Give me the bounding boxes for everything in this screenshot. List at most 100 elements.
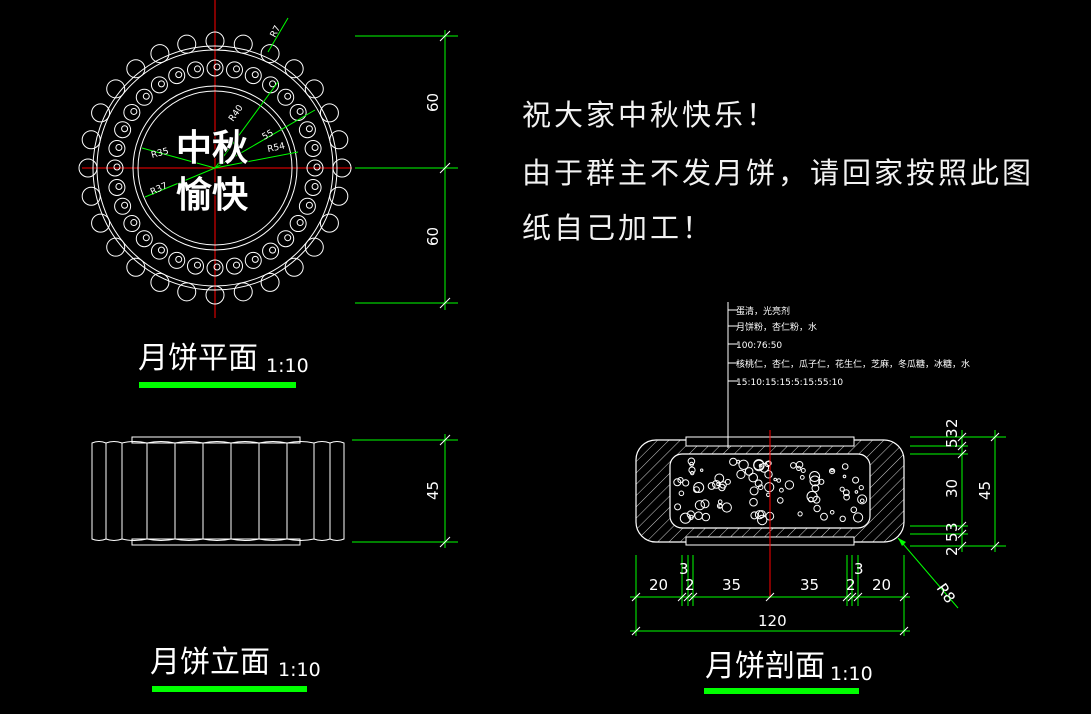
plan-ornament-swirl [304, 179, 322, 197]
plan-ornament-swirl [150, 76, 168, 94]
filling-nut [701, 512, 711, 522]
plan-ornament-swirl [277, 88, 295, 106]
elev-ridge [286, 441, 315, 541]
plan-ornament-swirl-core [142, 92, 150, 100]
plan-ornament-swirl-core [175, 255, 183, 263]
section-leader-5: 15:10:15:15:5:15:55:10 [736, 378, 843, 388]
filling-nut [693, 482, 705, 493]
plan-outer-rim-inner [96, 49, 334, 287]
plan-ornament-swirl-core [213, 63, 221, 71]
plan-ornament-swirl-core [157, 80, 165, 88]
section-leader-3: 100:76:50 [736, 341, 782, 351]
elevation-title: 月饼立面 [150, 645, 270, 680]
section-hdim-tick-4 [688, 592, 698, 602]
elev-ridge [146, 441, 176, 541]
filling-nut [809, 475, 821, 487]
filling-nut [839, 486, 845, 492]
section-dim-5: 5 [943, 438, 961, 448]
elev-ridged-side [91, 441, 345, 541]
filling-nut [736, 459, 741, 464]
section-dim-30: 30 [943, 479, 961, 498]
filling-nut [796, 465, 802, 471]
plan-ornament-swirl-core [269, 246, 277, 254]
section-filling-nuts [673, 457, 868, 526]
filling-nut [841, 463, 849, 470]
filling-nut [842, 489, 850, 497]
plan-inner-ring-outer [132, 85, 298, 251]
section-dim-20b: 20 [872, 576, 891, 594]
filling-nut [757, 510, 766, 519]
plan-ornament-swirl [150, 242, 168, 260]
plan-ornament-swirl [135, 230, 153, 248]
plan-ornament-swirl-core [284, 92, 292, 100]
elevation-scale: 1:10 [278, 659, 321, 681]
filling-nut [749, 486, 759, 496]
filling-nut [748, 472, 759, 483]
plan-radius-r40: R40 [227, 103, 246, 123]
filling-nut [693, 486, 700, 494]
section-dim-35b: 35 [800, 576, 819, 594]
section-dim-2d: 2 [846, 576, 856, 594]
filling-nut [750, 511, 759, 520]
section-dim-2b: 2 [943, 546, 961, 556]
plan-ornament-swirl [106, 159, 124, 177]
filling-nut [714, 473, 725, 484]
filling-nut [797, 511, 803, 517]
plan-ornament-swirl [123, 215, 141, 233]
section-hdim-tick-6 [842, 592, 852, 602]
section-leader-1: 蛋清，光亮剂 [736, 305, 790, 317]
filling-nut [830, 468, 834, 473]
filling-nut [688, 514, 694, 521]
filling-nut [738, 459, 749, 470]
filling-nut [859, 498, 865, 504]
plan-ornament-swirl [168, 67, 186, 85]
plan-ornament-swirl-core [251, 71, 259, 79]
section-hdim-tick-7 [847, 592, 857, 602]
plan-ornament-swirl-core [313, 163, 321, 171]
filling-nut [858, 485, 864, 491]
filling-nut [716, 482, 720, 487]
plan-scale: 1:10 [266, 355, 309, 377]
section-dim-35a: 35 [722, 576, 741, 594]
section-hdim-tick-3 [683, 592, 693, 602]
section-hdim-tick-10 [631, 626, 641, 636]
plan-inner-ring-inner [137, 90, 293, 246]
greeting-note-line1: 祝大家中秋快乐！ [522, 98, 779, 132]
plan-ornament-swirl-core [121, 201, 129, 209]
section-hdim-tick-11 [899, 626, 909, 636]
section-radius-leader-r8 [897, 537, 959, 609]
elev-dim-tick-top [439, 434, 451, 446]
section-dim-tick-h [990, 541, 1000, 551]
filling-nut [813, 504, 821, 513]
plan-ornament-swirl [262, 242, 280, 260]
section-dim-tick-c [957, 449, 967, 459]
filling-nut [736, 469, 746, 479]
elev-dim-height: 45 [424, 481, 442, 500]
section-scale: 1:10 [830, 663, 873, 685]
elev-ridge [174, 441, 204, 541]
filling-nut [779, 487, 784, 493]
plan-ornament-swirl-core [233, 261, 241, 269]
filling-nut [776, 478, 782, 483]
filling-nut [857, 494, 868, 505]
plan-ornament-swirl [168, 251, 186, 269]
section-leader-2: 月饼粉，杏仁粉，水 [736, 321, 817, 333]
plan-ornament-swirl [108, 179, 126, 197]
plan-calligraphy-line2: 愉快 [176, 175, 249, 216]
filling-nut [754, 479, 763, 488]
plan-scallop [150, 44, 170, 64]
mooncake-section-view: 蛋清，光亮剂 月饼粉，杏仁粉，水 100:76:50 核桃仁，杏仁，瓜子仁，花生… [630, 302, 1006, 694]
plan-ornament-swirl-core [121, 125, 129, 133]
mooncake-plan-view: R7 R40 55 R35 R37 R54 中秋 愉快 60 60 月饼平面 1… [78, 0, 458, 388]
section-radius-arrowhead [898, 538, 906, 546]
filling-nut [689, 461, 694, 467]
section-title-underline [704, 688, 859, 694]
plan-ornament-swirl [244, 67, 262, 85]
filling-nut [754, 510, 765, 520]
plan-ornament-swirl-core [157, 246, 165, 254]
filling-nut [809, 471, 821, 482]
elev-dim-tick-bottom [439, 536, 451, 548]
filling-nut [724, 478, 731, 485]
plan-scallop [91, 103, 111, 123]
